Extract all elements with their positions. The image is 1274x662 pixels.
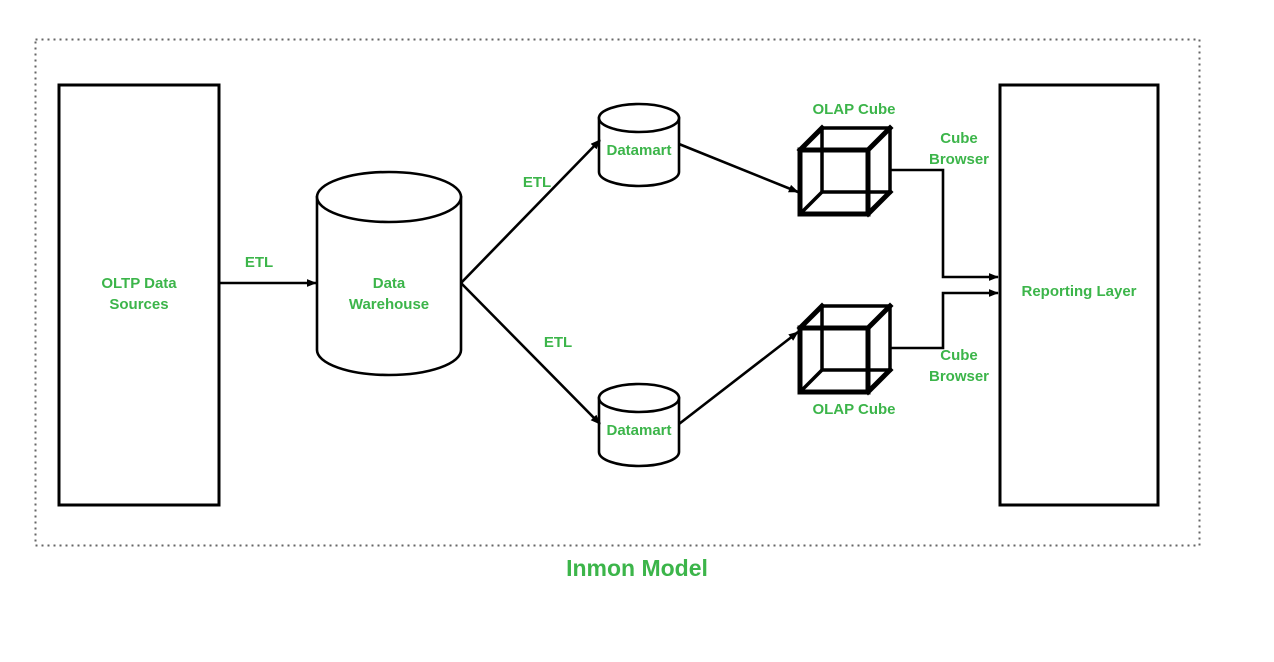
diagram-title: Inmon Model — [566, 555, 708, 581]
olap-cube-bottom-shape — [796, 302, 894, 396]
datamart-top-label: Datamart — [606, 142, 672, 159]
olap-cube-top-label: OLAP Cube — [812, 101, 896, 118]
data-warehouse-label: Data Warehouse — [348, 275, 430, 313]
datamart-top-cylinder — [597, 102, 681, 188]
edge-label-etl-to-datamart-bottom: ETL — [543, 334, 573, 351]
reporting-layer-box — [998, 83, 1160, 507]
edge-olap-cube-top-to-reporting — [890, 168, 999, 281]
datamart-bottom-label: Datamart — [606, 422, 672, 439]
edge-datamart-bottom-to-olap-cube — [678, 330, 799, 426]
edge-olap-cube-bottom-to-reporting — [890, 289, 999, 350]
oltp-data-sources-box — [57, 83, 221, 507]
edge-label-cube-browser-bottom: Cube Browser — [928, 347, 990, 385]
oltp-data-sources-label: OLTP Data Sources — [101, 275, 177, 313]
edge-datawarehouse-to-datamart-top — [460, 139, 601, 284]
reporting-layer-label: Reporting Layer — [1021, 283, 1137, 300]
diagram-outer-border — [34, 38, 1201, 547]
datamart-bottom-cylinder — [597, 382, 681, 468]
data-warehouse-cylinder — [315, 170, 463, 377]
edge-datawarehouse-to-datamart-bottom — [460, 282, 601, 425]
olap-cube-bottom-label: OLAP Cube — [812, 401, 896, 418]
olap-cube-top-shape — [796, 124, 894, 218]
edge-label-cube-browser-top: Cube Browser — [928, 130, 990, 168]
edge-datamart-top-to-olap-cube — [678, 142, 799, 194]
edge-label-etl-to-datamart-top: ETL — [522, 174, 552, 191]
edge-label-etl-oltp-to-datawarehouse: ETL — [244, 254, 274, 271]
